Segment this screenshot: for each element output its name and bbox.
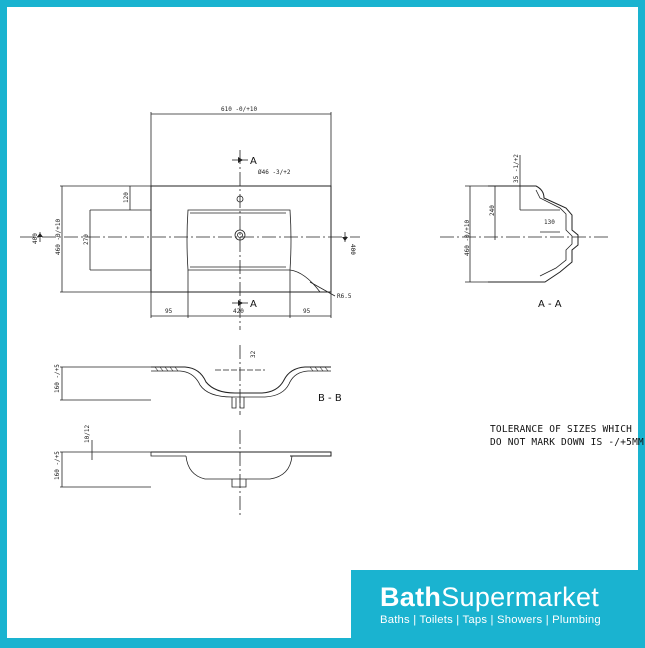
dim-overall-depth: 460 -0/+10 — [55, 218, 62, 255]
dim-aa-rim: 35 -1/+2 — [513, 154, 520, 183]
section-aa — [440, 155, 610, 283]
dim-overall-width: 610 -0/+10 — [221, 106, 258, 113]
dim-aa-depth: 460 -0/+10 — [464, 219, 471, 256]
side-view — [60, 430, 332, 515]
dim-bowl-width: 420 — [233, 308, 244, 315]
dim-tap-hole: Ø46 -3/+2 — [258, 169, 291, 176]
section-bb-label: B - B — [318, 393, 342, 404]
top-view — [20, 112, 360, 330]
dim-left-margin: 95 — [165, 308, 173, 315]
brand-banner: BathSupermarket Baths | Toilets | Taps |… — [351, 570, 638, 638]
brand-name: BathSupermarket — [380, 582, 638, 612]
section-marker-top: A — [250, 156, 257, 167]
dim-side-rim: 10/12 — [84, 425, 91, 443]
section-marker-bottom: A — [250, 299, 257, 310]
dim-right-depth: 400 — [349, 244, 356, 255]
dim-bb-tap-offset: 32 — [250, 350, 257, 358]
section-markers — [37, 157, 348, 306]
dim-side-height: 160 -/+5 — [54, 451, 61, 480]
tolerance-note-line2: DO NOT MARK DOWN IS -/+5MM — [490, 437, 644, 448]
brand-name-regular: Supermarket — [441, 582, 600, 612]
dim-right-margin: 95 — [303, 308, 311, 315]
brand-name-bold: Bath — [380, 582, 442, 612]
dim-bb-height: 160 -/+5 — [54, 364, 61, 393]
brand-tagline: Baths | Toilets | Taps | Showers | Plumb… — [380, 614, 601, 626]
section-aa-label: A - A — [538, 299, 562, 310]
dim-left-depth: 400 — [32, 233, 39, 244]
dim-aa-inner: 130 — [544, 219, 555, 226]
dim-back-margin: 120 — [123, 192, 130, 203]
dim-bowl-depth: 270 — [83, 234, 90, 245]
dim-aa-front: 240 — [489, 205, 496, 216]
dim-radius: R6.5 — [337, 293, 352, 300]
tolerance-note-line1: TOLERANCE OF SIZES WHICH — [490, 424, 632, 435]
section-bb — [60, 345, 331, 415]
